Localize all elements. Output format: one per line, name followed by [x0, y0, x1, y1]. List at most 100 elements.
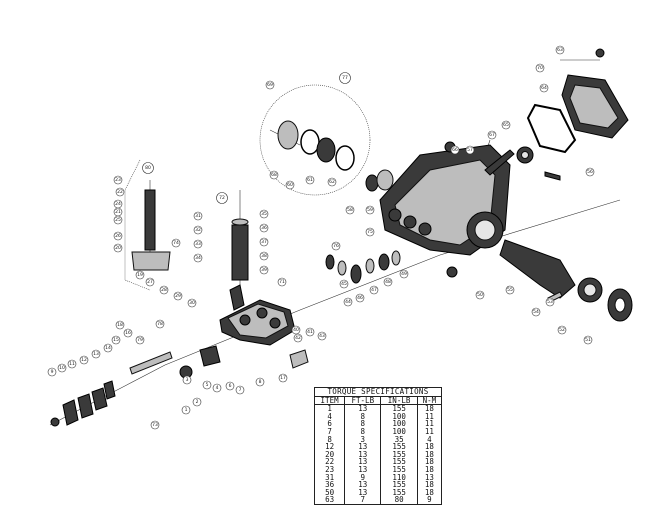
callout-label: 19	[137, 272, 143, 278]
callout-label: 63	[557, 47, 563, 53]
callout-label: 37	[261, 239, 267, 245]
rear-cover-plate	[561, 74, 629, 139]
torque-cell: 12	[325, 442, 335, 452]
callout-label: 51	[585, 337, 591, 343]
callout-label: 44	[345, 299, 351, 305]
callout-34: 34	[193, 253, 203, 263]
callout-10: 10	[57, 363, 67, 373]
torque-cell: 8	[327, 434, 332, 444]
callout-label: 50	[477, 292, 483, 298]
callout-63: 63	[555, 45, 565, 55]
callout-11: 11	[67, 359, 77, 369]
inlet-spring-stack	[50, 351, 173, 427]
torque-cell: 50	[325, 487, 335, 497]
callout-38: 38	[259, 251, 269, 261]
callout-5: 5	[202, 380, 212, 390]
torque-cell: 22	[325, 457, 335, 467]
callout-label: 17	[280, 375, 286, 381]
callout-78: 78	[155, 319, 165, 329]
callout-label: 6	[229, 383, 232, 389]
callout-33: 33	[193, 239, 203, 249]
torque-cell: 13	[416, 473, 441, 482]
torque-table-title: TORQUE SPECIFICATIONS	[315, 388, 441, 397]
callout-67: 67	[487, 130, 497, 140]
callout-label: 9	[51, 369, 54, 375]
torque-cell: 4	[327, 411, 332, 421]
callout-label: 65	[503, 122, 509, 128]
callout-label: 54	[533, 309, 539, 315]
callout-label: 30	[189, 300, 195, 306]
callout-2: 2	[192, 397, 202, 407]
callout-label: 61	[307, 177, 313, 183]
unloader-valve	[131, 189, 171, 271]
callout-label: 12	[81, 357, 87, 363]
callout-label: 52	[559, 327, 565, 333]
callout-6: 6	[225, 381, 235, 391]
callout-21: 21	[113, 207, 123, 217]
callout-label: 78	[157, 321, 163, 327]
callout-label: 45	[341, 281, 347, 287]
callout-55: 55	[505, 285, 515, 295]
callout-label: 33	[195, 241, 201, 247]
torque-cell: 7	[344, 496, 381, 504]
torque-cell: 63	[325, 495, 335, 505]
callout-74: 74	[171, 238, 181, 248]
torque-cell: 11	[416, 413, 441, 421]
torque-header-cell: ITEM	[315, 396, 345, 406]
callout-79: 79	[135, 335, 145, 345]
torque-cell: 3	[344, 435, 381, 444]
callout-61: 61	[305, 175, 315, 185]
torque-cell: 155	[380, 404, 418, 413]
callout-label: 27	[147, 279, 153, 285]
callout-62: 62	[327, 177, 337, 187]
callout-46: 46	[355, 293, 365, 303]
callout-40: 40	[291, 325, 301, 335]
torque-cell: 11	[416, 420, 441, 428]
crankcase	[379, 144, 511, 256]
torque-cell: 13	[344, 451, 381, 459]
torque-cell: 31	[325, 472, 335, 482]
callout-label: 15	[113, 337, 119, 343]
torque-cell: 8	[344, 420, 381, 428]
torque-cell: 20	[325, 449, 335, 459]
callout-label: 21	[115, 209, 121, 215]
torque-cell: 100	[380, 420, 418, 428]
torque-cell: 13	[344, 443, 381, 451]
torque-cell: 7	[327, 426, 332, 436]
callout-label: 55	[507, 287, 513, 293]
torque-cell: 18	[416, 443, 441, 451]
torque-cell: 18	[416, 404, 441, 413]
callout-60: 60	[285, 180, 295, 190]
torque-cell: 13	[344, 466, 381, 474]
dipstick	[484, 149, 515, 176]
callout-9: 9	[47, 367, 57, 377]
callout-7: 7	[235, 385, 245, 395]
callout-42: 42	[293, 333, 303, 343]
callout-label: 5	[206, 382, 209, 388]
manifold	[219, 299, 296, 346]
torque-cell: 155	[380, 481, 418, 489]
callout-label: 70	[537, 65, 543, 71]
callout-label: 28	[161, 287, 167, 293]
callout-59: 59	[365, 205, 375, 215]
callout-label: 74	[173, 240, 179, 246]
callout-label: 46	[357, 295, 363, 301]
group-circle-77	[259, 84, 371, 196]
callout-22: 22	[115, 187, 125, 197]
callout-label: 47	[371, 287, 377, 293]
torque-cell: 8	[344, 428, 381, 436]
torque-header-cell: IN-LB	[380, 396, 418, 406]
callout-66: 66	[450, 145, 460, 155]
torque-cell: 35	[380, 435, 418, 444]
callout-49: 49	[399, 269, 409, 279]
torque-cell: 100	[380, 413, 418, 421]
callout-35: 35	[259, 209, 269, 219]
torque-cell: 6	[327, 419, 332, 429]
callout-20: 20	[113, 243, 123, 253]
torque-cell: 13	[344, 489, 381, 497]
torque-header-cell: N-M	[416, 396, 441, 406]
